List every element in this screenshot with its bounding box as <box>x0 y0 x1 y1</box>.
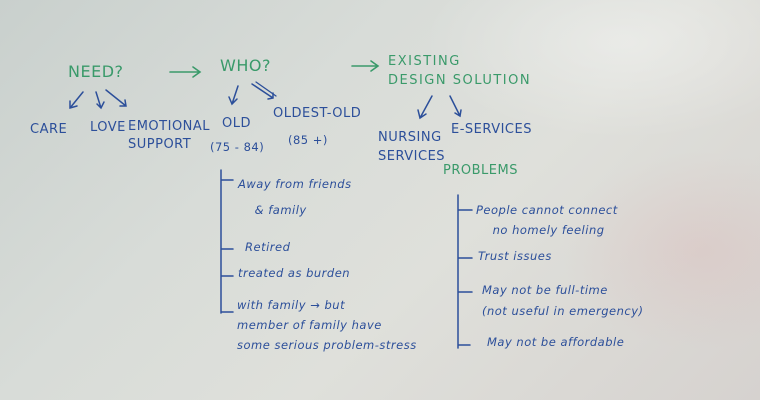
arrow-who-old <box>228 85 239 106</box>
arrow-existing-eservices <box>449 95 462 118</box>
bracket-problem-notes <box>457 194 473 349</box>
who-oldest-old-range: (85 +) <box>288 133 328 147</box>
need-emotional-support: EMOTIONAL SUPPORT <box>128 119 211 152</box>
old-note-family: with family → but member of family have … <box>237 298 417 352</box>
board-smudge <box>560 150 760 350</box>
heading-who: WHO? <box>220 56 271 75</box>
old-note-away: Away from friends & family <box>238 177 352 217</box>
who-old-range: (75 - 84) <box>210 140 265 154</box>
arrow-need-emotional <box>105 89 127 107</box>
arrow-need-love <box>95 91 105 110</box>
arrow-who-to-existing <box>351 60 380 72</box>
solution-e-services: E-SERVICES <box>451 122 532 137</box>
heading-existing-design-solution: EXISTING DESIGN SOLUTION <box>388 54 532 88</box>
need-care: CARE <box>30 122 68 137</box>
arrow-need-care <box>69 91 84 109</box>
solution-nursing-services: NURSING SERVICES <box>378 130 446 164</box>
bracket-old-notes <box>220 169 234 314</box>
who-old-label: OLD <box>222 116 251 131</box>
arrow-need-to-who <box>169 66 202 78</box>
problem-note-full-time: May not be full-time (not useful in emer… <box>482 283 644 318</box>
old-note-retired: Retired <box>245 240 291 254</box>
heading-need: NEED? <box>68 62 124 81</box>
light-glare <box>420 0 760 140</box>
old-note-burden: treated as burden <box>238 266 351 280</box>
need-love: LOVE <box>90 120 126 135</box>
problem-note-affordable: May not be affordable <box>487 335 625 349</box>
who-oldest-old-label: OLDEST-OLD <box>273 106 362 121</box>
problem-note-trust: Trust issues <box>478 249 552 263</box>
arrow-existing-nursing <box>417 95 433 120</box>
heading-problems: PROBLEMS <box>443 163 518 178</box>
problem-note-connect: People cannot connect no homely feeling <box>476 203 618 237</box>
